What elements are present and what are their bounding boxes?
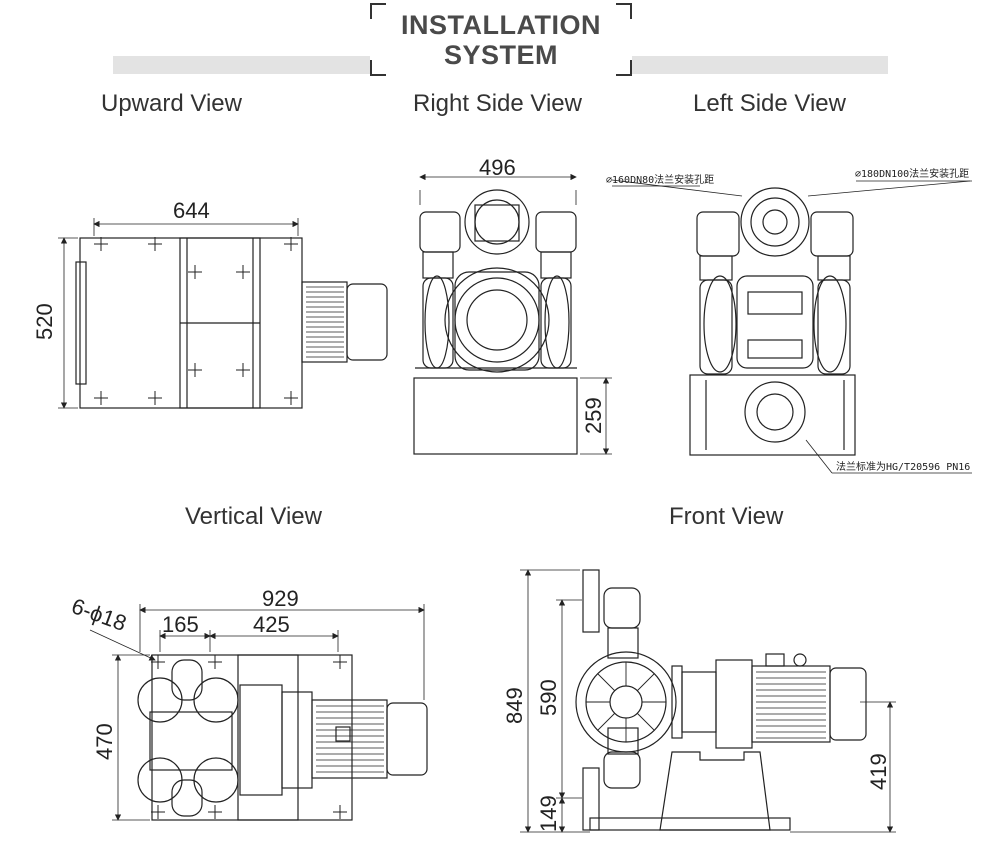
right-side-view-drawing [413,173,612,455]
label-vertical-view: Vertical View [185,503,322,530]
label-right-side-view: Right Side View [413,90,582,117]
header-box [370,2,632,76]
left-side-view-drawing [611,179,972,474]
page-title: INSTALLATION SYSTEM [380,10,622,70]
left-base [689,374,856,456]
vertical-view-drawing [89,604,428,821]
dim-vertical-165: 165 [162,612,199,637]
dim-right-width: 496 [479,155,516,180]
right-base [413,377,578,455]
left-bottom-flange [744,381,806,443]
header-bracket-bottom-left [370,60,386,76]
front-top-flange [582,569,600,633]
label-upward-view: Upward View [101,90,242,117]
front-bottom-flange [582,767,600,831]
dim-upward-height: 520 [32,303,57,340]
label-front-view: Front View [669,503,784,530]
title-line-1: INSTALLATION [401,10,601,40]
dim-right-base-height: 259 [581,397,606,434]
header-bracket-top-left [370,3,386,19]
upward-motor [301,281,388,363]
front-motor [751,653,867,743]
header-bracket-bottom-right [616,60,632,76]
dim-front-total: 849 [502,687,527,724]
left-top-flange [740,187,810,257]
dim-vertical-total: 929 [262,586,299,611]
upward-view-drawing [58,218,388,409]
dim-front-low: 149 [536,795,561,832]
dim-front-motor: 419 [866,753,891,790]
vertical-motor [311,699,428,779]
dim-front-mid: 590 [536,679,561,716]
left-chamber [736,275,814,369]
right-top-flange [464,189,530,255]
title-line-2: SYSTEM [443,40,559,70]
label-left-side-view: Left Side View [693,90,846,117]
front-view-drawing [520,569,896,833]
note-flange-standard: 法兰标准为HG/T20596 PN16 [836,460,970,473]
front-diaphragm-chamber [575,651,677,753]
note-flange-left: ⌀160DN80法兰安装孔距 [606,173,714,186]
header-bracket-top-right [616,3,632,19]
dim-vertical-height: 470 [92,723,117,760]
note-flange-right: ⌀180DN100法兰安装孔距 [855,167,969,180]
dim-upward-width: 644 [173,198,210,223]
dim-vertical-holes: 6-ϕ18 [68,593,130,636]
dim-vertical-425: 425 [253,612,290,637]
